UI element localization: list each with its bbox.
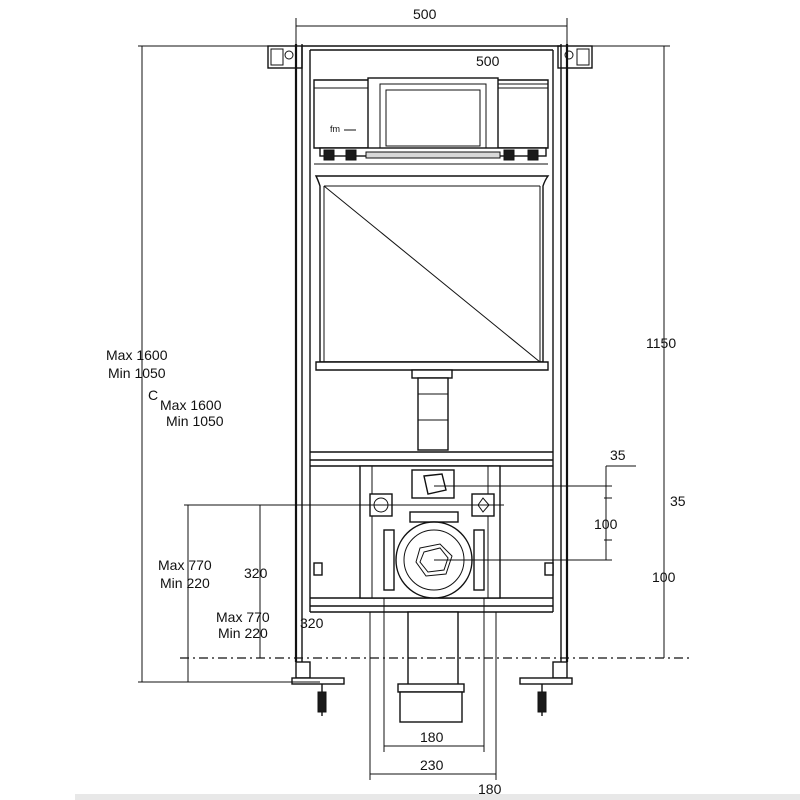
flush-pipe [411, 369, 453, 451]
left-height-dimension: Max 1600 Min 1050 C Max 1600 Min 1050 [106, 45, 320, 683]
bottom-width-dimensions: 180 230 180 [369, 598, 502, 797]
c-marker: C [148, 387, 158, 403]
bolt-height-dimensions: Max 770 Min 220 320 Max 770 Min 220 320 [158, 504, 504, 682]
frame-uprights [294, 44, 569, 662]
dim-320-2: 320 [300, 615, 324, 631]
right-height-dimension: 1150 35 100 [567, 45, 686, 658]
bottom-strip [75, 794, 800, 800]
drain-pipe [397, 611, 465, 723]
dim-max-1600-inner: Max 1600 [160, 397, 222, 413]
dim-min-220-1: Min 220 [160, 575, 210, 591]
dim-500-top: 500 [413, 6, 437, 22]
dim-min-1050-inner: Min 1050 [166, 413, 224, 429]
dim-max-770-2: Max 770 [216, 609, 270, 625]
dim-100-inner: 100 [594, 516, 618, 532]
flush-module: fm [313, 77, 549, 165]
dim-min-1050-left: Min 1050 [108, 365, 166, 381]
dim-180-bottom: 180 [478, 781, 502, 797]
dim-100-right: 100 [652, 569, 676, 585]
outlet-offset-dimensions: 35 100 [434, 447, 636, 561]
connector-bracket [313, 465, 554, 599]
top-width-dimension: 500 [295, 6, 568, 44]
dim-35-right: 35 [670, 493, 686, 509]
dim-max-770-1: Max 770 [158, 557, 212, 573]
top-bracket-right [557, 45, 593, 69]
dim-500-inner: 500 [476, 53, 500, 69]
dim-max-1600-left: Max 1600 [106, 347, 168, 363]
svg-text:fm: fm [330, 124, 340, 134]
dim-min-220-2: Min 220 [218, 625, 268, 641]
dim-320-1: 320 [244, 565, 268, 581]
dim-230: 230 [420, 757, 444, 773]
frame-feet [291, 661, 573, 716]
cistern-tank [314, 175, 550, 371]
dim-180-inner: 180 [420, 729, 444, 745]
dim-1150-right: 1150 [646, 335, 676, 351]
dim-35-top: 35 [610, 447, 626, 463]
